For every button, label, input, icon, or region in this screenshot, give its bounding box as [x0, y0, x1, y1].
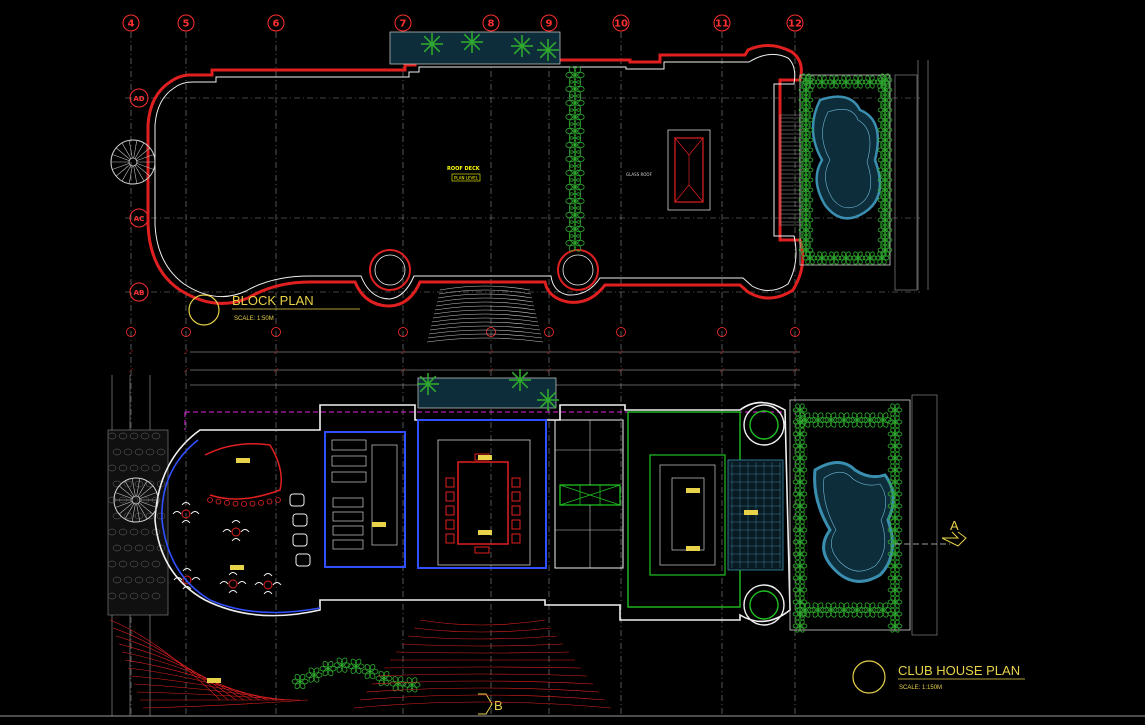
column-round-1 — [369, 249, 411, 291]
svg-text:12: 12 — [788, 19, 802, 30]
svg-text:AC: AC — [134, 215, 145, 223]
svg-text:8: 8 — [488, 19, 495, 30]
gym-equipment — [331, 439, 398, 550]
block-plan-title: BLOCK PLAN — [232, 293, 314, 308]
title-circle-icon — [188, 294, 220, 326]
section-a-label: A — [950, 518, 959, 533]
block-plan-scale: SCALE: 1:50M — [234, 316, 274, 322]
paved-terrace — [107, 429, 169, 616]
club-house-scale: SCALE: 1:150M — [899, 685, 942, 691]
svg-text:5: 5 — [183, 19, 190, 30]
glass-roof-label: GLASS ROOF — [626, 172, 653, 177]
hall-room — [417, 419, 547, 569]
bottom-curved-stairs — [109, 619, 612, 709]
paving-pattern — [107, 432, 166, 600]
grid-column-12: 12 — [786, 14, 804, 32]
grid-column-bubbles: 4 5 6 7 8 9 10 11 12 — [122, 14, 804, 337]
grid-row-AC: AC — [129, 208, 149, 228]
bay-bottom — [743, 584, 785, 626]
svg-text:9: 9 — [546, 19, 553, 30]
bay-bottom-inner — [749, 590, 779, 620]
club-house-title: CLUB HOUSE PLAN — [898, 663, 1020, 678]
svg-text:6: 6 — [273, 19, 280, 30]
column-round-1-inner — [374, 254, 406, 286]
bar-counter — [204, 443, 282, 500]
vegetation-block — [565, 66, 893, 265]
pool-landscape — [799, 74, 891, 266]
glass-roof — [667, 129, 711, 211]
service-block — [554, 419, 624, 569]
grid-column-5: 5 — [177, 14, 195, 32]
section-b-label: B — [494, 698, 503, 713]
grid-column-11: 11 — [713, 14, 731, 32]
svg-text:4: 4 — [128, 19, 135, 30]
gym-room — [324, 431, 406, 568]
grid-column-10: 10 — [612, 14, 630, 32]
bay-top-inner — [749, 410, 779, 440]
entrance-stairs — [426, 285, 544, 343]
club-house-plan: A B CLUB HOUSE PLAN SCALE: 1:150M — [107, 31, 1025, 715]
room-tags — [207, 455, 758, 683]
block-plan-inner-wall — [154, 53, 797, 300]
grid-column-9: 9 — [540, 14, 558, 32]
roof-level-box — [451, 173, 481, 182]
section-arrow-icon[interactable]: A — [895, 518, 967, 547]
grid-column-7: 7 — [394, 14, 412, 32]
block-right-extension — [894, 74, 918, 291]
svg-text:10: 10 — [614, 19, 628, 30]
section-b-arrow-icon[interactable]: B — [478, 693, 503, 715]
deck-strip — [779, 114, 803, 226]
spiral-stair-icon — [110, 139, 156, 185]
water-feature — [417, 377, 557, 409]
svg-text:AD: AD — [133, 95, 144, 103]
water-feature-top — [389, 31, 561, 65]
svg-text:11: 11 — [715, 19, 729, 30]
svg-text:AB: AB — [134, 289, 145, 297]
cafe-furniture — [172, 493, 311, 595]
palm-tree-icon — [417, 31, 559, 411]
block-plan: GLASS ROOF ROOF DECK PLAN LEVEL BLOCK PL… — [110, 44, 918, 343]
bar-stools — [207, 497, 281, 507]
hall-chairs — [445, 453, 521, 554]
club-right-dims — [911, 394, 938, 636]
title-circle-club-icon — [852, 660, 886, 694]
grid-row-bubbles: AD AC AB — [129, 88, 149, 302]
column-round-2 — [557, 249, 599, 291]
column-round-2-inner — [562, 254, 594, 286]
bay-top — [743, 404, 785, 446]
roof-deck-label: ROOF DECK — [447, 166, 481, 172]
grid-column-4: 4 — [122, 14, 140, 32]
club-pool-landscape — [789, 399, 911, 631]
club-house-outline — [154, 401, 791, 623]
spiral-stair-club-icon — [113, 477, 159, 523]
hall-carpet — [437, 439, 531, 566]
grid-row-AB: AB — [129, 282, 149, 302]
grid-row-AD: AD — [129, 88, 149, 108]
grid-column-6: 6 — [267, 14, 285, 32]
cafe-glass-wall — [161, 439, 321, 614]
vegetation-club — [291, 403, 903, 693]
lobby — [627, 411, 784, 608]
svg-text:7: 7 — [400, 19, 407, 30]
roof-level-label: PLAN LEVEL — [454, 176, 479, 181]
grid-column-8: 8 — [482, 14, 500, 32]
conference-table — [457, 461, 509, 545]
block-plan-outer-wall — [146, 44, 805, 308]
